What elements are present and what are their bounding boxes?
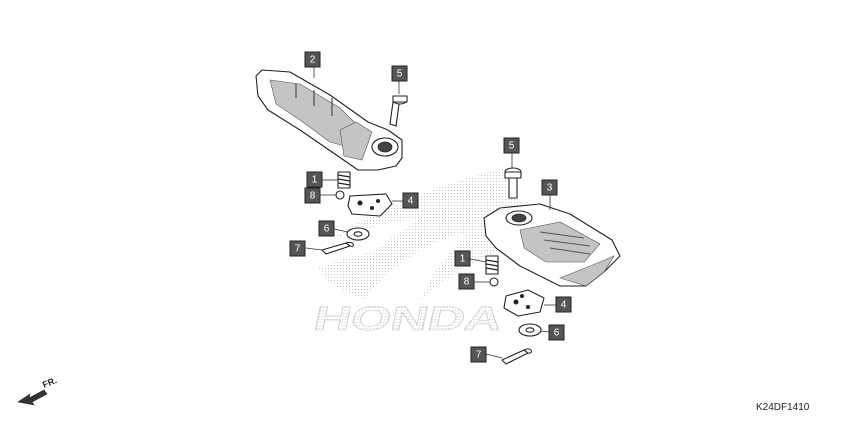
callout-3-right: 3 xyxy=(541,179,558,196)
svg-text:2: 2 xyxy=(310,55,316,66)
footpeg-right xyxy=(483,203,621,287)
honda-watermark-text: HONDA xyxy=(310,300,506,338)
footpeg-upper-left xyxy=(255,69,403,171)
callout-7-right: 7 xyxy=(470,346,487,363)
callout-4-upper: 4 xyxy=(402,192,419,209)
svg-text:3: 3 xyxy=(547,183,553,194)
svg-text:5: 5 xyxy=(397,69,403,80)
svg-text:1: 1 xyxy=(460,254,466,265)
svg-text:8: 8 xyxy=(464,277,470,288)
callout-5-right: 5 xyxy=(503,137,520,154)
bolt-upper xyxy=(389,95,408,127)
callout-1-upper: 1 xyxy=(306,171,323,188)
honda-wing-watermark xyxy=(318,168,540,300)
plate-upper xyxy=(347,193,393,217)
callout-6-upper: 6 xyxy=(318,220,335,237)
callout-5-upper: 5 xyxy=(391,65,408,82)
callout-4-right: 4 xyxy=(555,296,572,313)
front-label: FR. xyxy=(41,375,58,390)
washer-right xyxy=(518,323,542,337)
svg-text:4: 4 xyxy=(408,196,414,207)
svg-text:6: 6 xyxy=(324,224,330,235)
cotter-pin-right xyxy=(501,348,532,365)
diagram-reference-code: K24DF1410 xyxy=(756,402,810,413)
cotter-pin-upper xyxy=(321,241,354,255)
washer-upper xyxy=(346,227,370,241)
svg-text:7: 7 xyxy=(476,350,482,361)
front-arrow-icon xyxy=(17,389,48,406)
callout-8-right: 8 xyxy=(458,273,475,290)
spring-upper xyxy=(337,171,351,189)
svg-text:8: 8 xyxy=(310,191,316,202)
svg-text:4: 4 xyxy=(561,300,567,311)
callout-2-upper-left: 2 xyxy=(304,51,321,68)
callout-6-right: 6 xyxy=(548,324,565,341)
svg-text:6: 6 xyxy=(554,328,560,339)
detent-ball-upper xyxy=(335,190,345,200)
spring-right xyxy=(485,255,499,275)
callout-8-upper: 8 xyxy=(304,187,321,204)
detent-ball-right xyxy=(489,277,499,287)
svg-text:5: 5 xyxy=(509,141,515,152)
callout-1-right: 1 xyxy=(454,250,471,267)
front-direction-marker: FR. xyxy=(17,375,58,406)
callout-7-upper: 7 xyxy=(289,240,306,257)
plate-right xyxy=(503,289,545,317)
leader-lines xyxy=(305,67,556,359)
bolt-right xyxy=(504,167,522,199)
svg-text:1: 1 xyxy=(312,175,318,186)
svg-text:7: 7 xyxy=(295,244,301,255)
